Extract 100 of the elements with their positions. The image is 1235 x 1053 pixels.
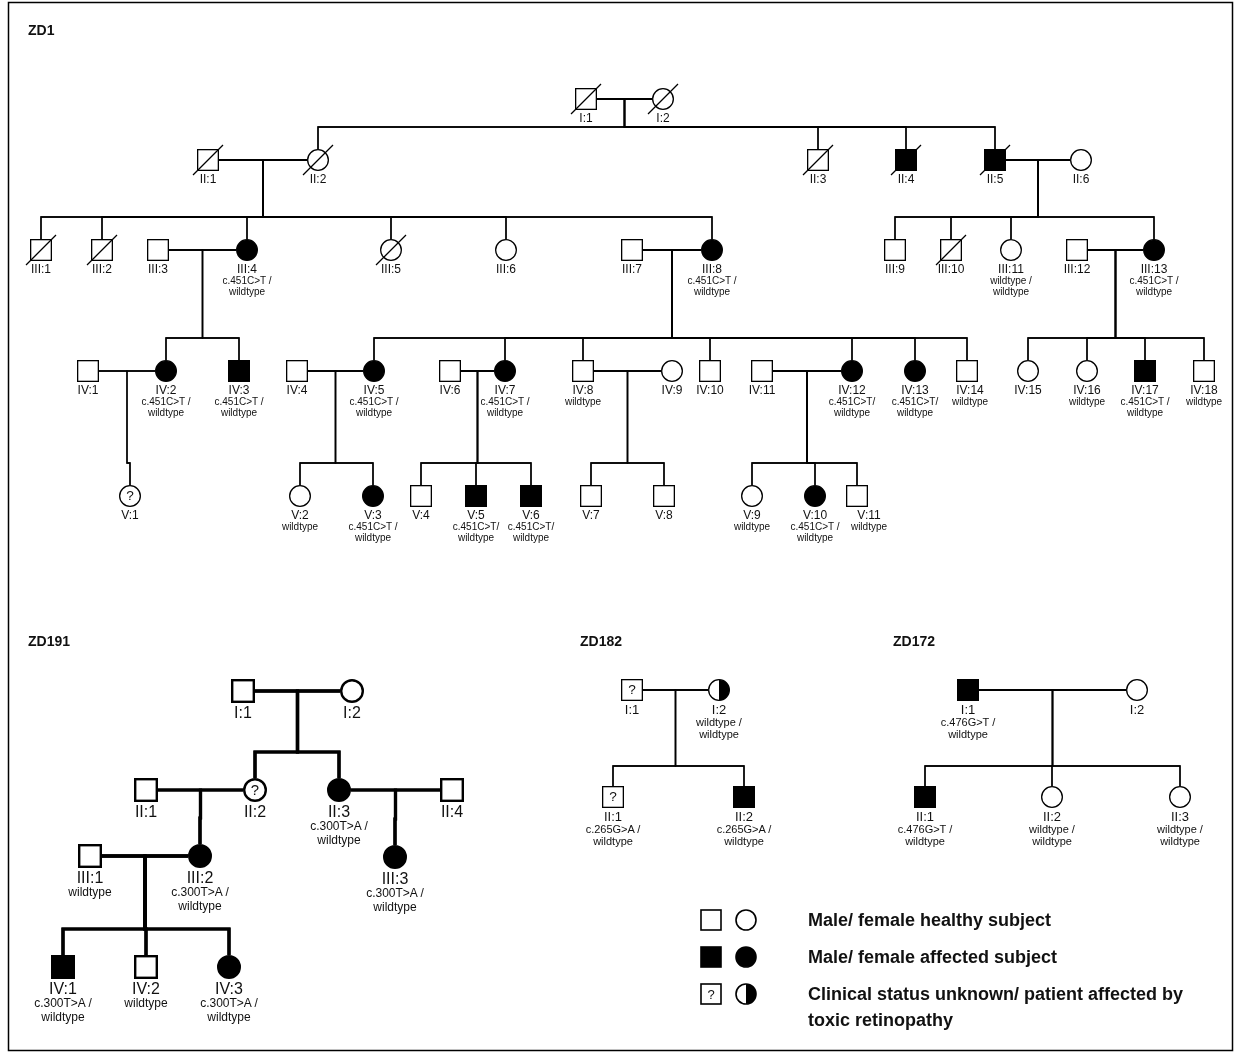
individual-id: IV:1	[77, 384, 99, 397]
genotype-label: c.451C>T / wildtype	[1128, 275, 1180, 298]
individual-id: I:1	[234, 705, 252, 722]
individual-id: IV:3	[215, 981, 243, 998]
genotype-label: c.300T>A / wildtype	[33, 997, 93, 1024]
genotype-label: wildtype / wildtype	[1156, 823, 1204, 848]
individual-id: IV:18	[1190, 384, 1218, 397]
genotype-label: c.451C>T / wildtype	[347, 521, 399, 544]
individual-id: III:13	[1140, 263, 1168, 276]
genotype-label: wildtype	[281, 521, 319, 533]
question-mark: ?	[250, 782, 260, 798]
individual-id: IV:4	[286, 384, 308, 397]
individual-id: I:1	[624, 703, 640, 717]
individual-id: V:6	[522, 509, 540, 522]
individual-id: II:4	[440, 804, 464, 821]
genotype-label: c.451C>T/ wildtype	[827, 396, 877, 419]
individual-id: III:2	[92, 263, 112, 276]
genotype-label: c.451C>T / wildtype	[221, 275, 273, 298]
individual-id: V:2	[291, 509, 309, 522]
individual-id: V:1	[121, 509, 139, 522]
legend-text: Clinical status unknown/ patient affected by toxic retinopathy	[808, 983, 1185, 1033]
individual-id: IV:15	[1014, 384, 1042, 397]
genotype-label: c.451C>T / wildtype	[1119, 396, 1171, 419]
individual-id: IV:7	[494, 384, 516, 397]
individual-id: III:11	[998, 263, 1024, 276]
individual-id: III:7	[622, 263, 642, 276]
genotype-label: c.451C>T / wildtype	[213, 396, 265, 419]
family-label: ZD1	[28, 22, 55, 38]
descent-line	[201, 249, 240, 361]
individual-id: IV:2	[155, 384, 177, 397]
genotype-label: wildtype / wildtype	[989, 275, 1033, 298]
individual-id: III:10	[937, 263, 965, 276]
individual-id: III:1	[76, 870, 104, 887]
question-mark: ?	[126, 489, 134, 503]
individual-id: II:1	[199, 173, 217, 186]
descent-line	[476, 370, 532, 486]
individual-id: IV:16	[1073, 384, 1101, 397]
individual-id: II:5	[986, 173, 1004, 186]
genotype-label: wildtype / wildtype	[1028, 823, 1076, 848]
individual-id: V:8	[655, 509, 673, 522]
legend-text: Male/ female affected subject	[808, 946, 1059, 969]
individual-id: IV:11	[748, 384, 776, 397]
genotype-label: wildtype	[124, 997, 168, 1011]
individual-id: III:9	[885, 263, 905, 276]
descent-line	[143, 854, 231, 955]
individual-id: II:2	[734, 810, 754, 824]
individual-id: III:3	[148, 263, 168, 276]
descent-line	[806, 370, 858, 486]
individual-id: IV:9	[661, 384, 683, 397]
individual-id: III:5	[381, 263, 401, 276]
genotype-label: c.451C>T/ wildtype	[506, 521, 556, 544]
genotype-label: c.265G>A / wildtype	[584, 823, 642, 848]
individual-id: IV:12	[838, 384, 866, 397]
individual-id: I:2	[656, 112, 670, 125]
genotype-label: c.451C>T/ wildtype	[451, 521, 501, 544]
descent-line	[674, 689, 745, 787]
genotype-label: wildtype	[564, 396, 602, 408]
individual-id: IV:14	[956, 384, 984, 397]
individual-id: I:1	[579, 112, 593, 125]
individual-id: IV:6	[439, 384, 461, 397]
individual-id: V:3	[364, 509, 382, 522]
genotype-label: c.451C>T / wildtype	[479, 396, 531, 419]
legend-text: Male/ female healthy subject	[808, 909, 1053, 932]
genotype-label: wildtype	[850, 521, 888, 533]
individual-id: V:7	[582, 509, 600, 522]
individual-id: IV:1	[49, 981, 77, 998]
descent-line	[198, 788, 243, 844]
individual-id: II:3	[809, 173, 827, 186]
individual-id: III:6	[496, 263, 516, 276]
individual-id: I:2	[343, 705, 361, 722]
genotype-label: wildtype	[1185, 396, 1223, 408]
individual-id: IV:3	[228, 384, 250, 397]
individual-id: V:4	[412, 509, 430, 522]
genotype-label: c.451C>T / wildtype	[140, 396, 192, 419]
individual-id: III:8	[702, 263, 722, 276]
genotype-label: c.451C>T / wildtype	[789, 521, 841, 544]
individual-id: II:3	[1170, 810, 1190, 824]
genotype-label: c.300T>A / wildtype	[365, 887, 425, 914]
individual-id: IV:17	[1131, 384, 1159, 397]
individual-id: V:10	[802, 509, 828, 522]
genotype-label: wildtype / wildtype	[695, 716, 743, 741]
descent-line	[295, 689, 341, 778]
genotype-label: wildtype	[1068, 396, 1106, 408]
genotype-label: c.300T>A / wildtype	[170, 886, 230, 913]
individual-id: III:3	[381, 871, 409, 888]
descent-line	[334, 370, 374, 486]
descent-line	[1051, 689, 1181, 787]
individual-id: I:2	[1129, 703, 1145, 717]
genotype-label: c.451C>T/ wildtype	[890, 396, 940, 419]
individual-id: III:1	[31, 263, 51, 276]
genotype-label: c.476G>T / wildtype	[939, 716, 997, 741]
individual-id: II:6	[1072, 173, 1090, 186]
individual-id: III:4	[237, 263, 257, 276]
individual-id: III:2	[186, 870, 214, 887]
question-mark: ?	[609, 790, 617, 804]
family-label: ZD182	[580, 633, 623, 649]
individual-id: V:9	[743, 509, 761, 522]
individual-id: IV:5	[363, 384, 385, 397]
genotype-label: wildtype	[68, 886, 112, 900]
individual-id: II:2	[309, 173, 327, 186]
